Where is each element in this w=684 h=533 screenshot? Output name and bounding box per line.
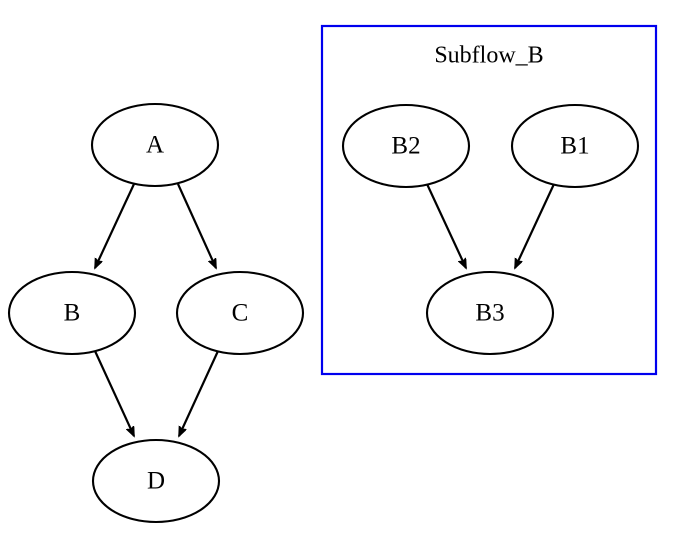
node-b1-label: B1 [560, 133, 589, 160]
node-b2-shape[interactable] [341, 103, 471, 189]
node-a-shape[interactable] [90, 102, 220, 188]
node-b3-shape[interactable] [425, 270, 555, 356]
node-b-label: B [64, 300, 81, 327]
node-b3-label: B3 [475, 300, 504, 327]
cluster-subflow-b-box[interactable] [320, 24, 658, 376]
node-b3[interactable]: B3 [425, 270, 555, 356]
cluster-subflow-b-label: Subflow_B [434, 43, 543, 69]
node-b-shape[interactable] [7, 270, 137, 356]
node-d-shape[interactable] [91, 438, 221, 524]
node-b2[interactable]: B2 [341, 103, 471, 189]
edge-group [94, 183, 555, 436]
node-a-label: A [146, 132, 164, 159]
edge-b-to-d[interactable] [94, 350, 135, 436]
node-b[interactable]: B [7, 270, 137, 356]
edge-a-to-b[interactable] [94, 183, 135, 268]
node-d[interactable]: D [91, 438, 221, 524]
edge-a-to-c[interactable] [176, 183, 218, 268]
edge-b2-to-b3[interactable] [426, 183, 467, 268]
node-c[interactable]: C [175, 270, 305, 356]
node-d-label: D [147, 468, 165, 495]
node-b1[interactable]: B1 [510, 103, 640, 189]
node-a[interactable]: A [90, 102, 220, 188]
node-b2-label: B2 [391, 133, 420, 160]
node-c-label: C [232, 300, 249, 327]
node-c-shape[interactable] [175, 270, 305, 356]
node-group: A B C D B2 B1 [7, 102, 640, 524]
node-b1-shape[interactable] [510, 103, 640, 189]
edge-c-to-d[interactable] [178, 350, 219, 436]
edge-b1-to-b3[interactable] [514, 183, 555, 268]
cluster-group: Subflow_B [320, 24, 658, 376]
